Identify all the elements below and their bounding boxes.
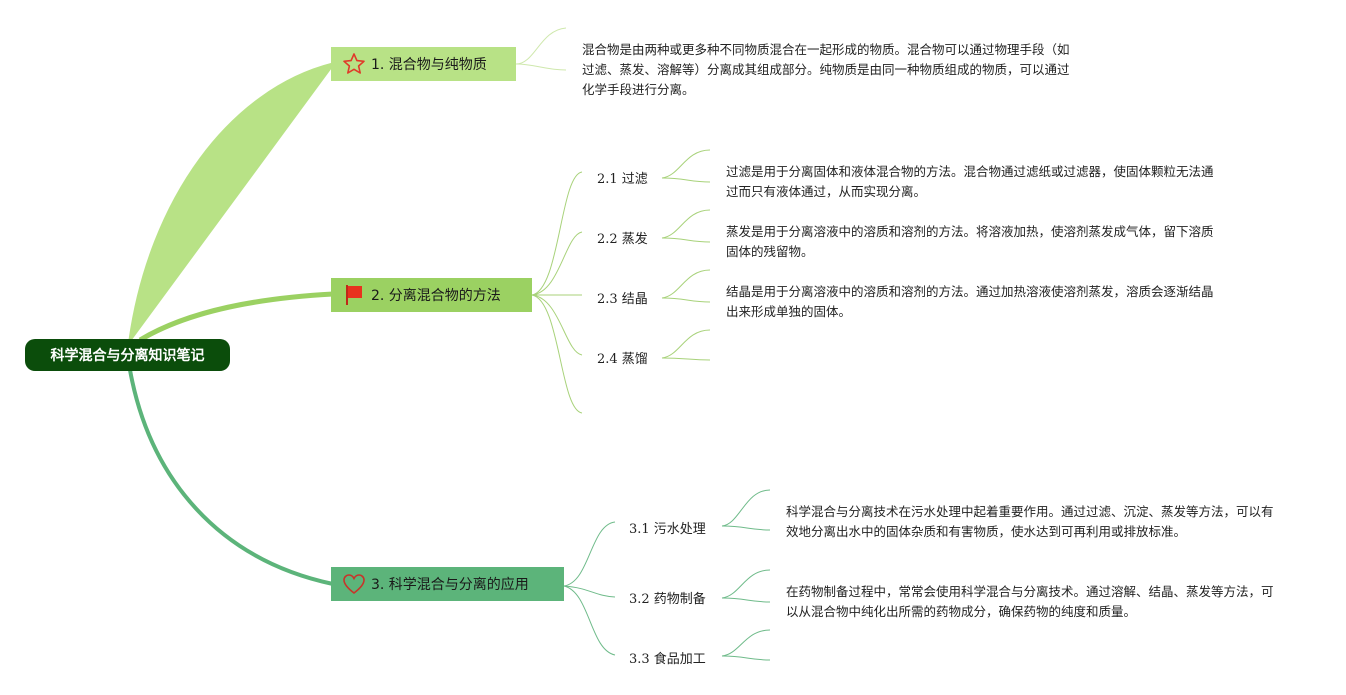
- subtopic-2-2-note: 蒸发是用于分离溶液中的溶质和溶剂的方法。将溶液加热，使溶剂蒸发成气体，留下溶质固…: [726, 224, 1214, 259]
- subtopic-2-3-note: 结晶是用于分离溶液中的溶质和溶剂的方法。通过加热溶液使溶剂蒸发，溶质会逐渐结晶出…: [726, 284, 1214, 319]
- topic-node-1[interactable]: 1. 混合物与纯物质: [331, 47, 516, 81]
- subtopic-3-1-note: 科学混合与分离技术在污水处理中起着重要作用。通过过滤、沉淀、蒸发等方法，可以有效…: [786, 504, 1274, 539]
- topic-3-label: 3. 科学混合与分离的应用: [371, 577, 529, 593]
- root-to-topic-2-link: [138, 291, 334, 343]
- topic-2-label: 2. 分离混合物的方法: [371, 288, 501, 304]
- subtopic-2-4[interactable]: 2.4 蒸馏: [597, 352, 648, 367]
- topic-node-3[interactable]: 3. 科学混合与分离的应用: [331, 567, 564, 601]
- topic-3-branches: [563, 489, 771, 661]
- root-to-topic-1-link: [128, 61, 337, 341]
- root-node[interactable]: 科学混合与分离知识笔记: [25, 339, 230, 371]
- subtopic-3-3[interactable]: 3.3 食品加工: [629, 652, 706, 667]
- subtopic-3-2[interactable]: 3.2 药物制备: [629, 592, 706, 607]
- topic-1-label: 1. 混合物与纯物质: [371, 57, 487, 73]
- heart-icon: [341, 571, 367, 597]
- topic-2-branches: [531, 149, 711, 414]
- subtopic-2-1[interactable]: 2.1 过滤: [597, 172, 648, 187]
- topic-1-note-link: [515, 27, 567, 71]
- subtopic-2-3[interactable]: 2.3 结晶: [597, 292, 648, 307]
- root-to-topic-3-link: [128, 369, 334, 586]
- flag-icon: [341, 282, 367, 308]
- subtopic-3-1[interactable]: 3.1 污水处理: [629, 522, 706, 537]
- star-icon: [341, 51, 367, 77]
- subtopic-3-2-note: 在药物制备过程中，常常会使用科学混合与分离技术。通过溶解、结晶、蒸发等方法，可以…: [786, 584, 1274, 619]
- subtopic-2-1-note: 过滤是用于分离固体和液体混合物的方法。混合物通过滤纸或过滤器，使固体颗粒无法通过…: [726, 164, 1214, 199]
- topic-node-2[interactable]: 2. 分离混合物的方法: [331, 278, 532, 312]
- root-label: 科学混合与分离知识笔记: [50, 348, 205, 364]
- subtopic-2-2[interactable]: 2.2 蒸发: [597, 232, 648, 247]
- topic-1-note: 混合物是由两种或更多种不同物质混合在一起形成的物质。混合物可以通过物理手段（如过…: [582, 42, 1070, 97]
